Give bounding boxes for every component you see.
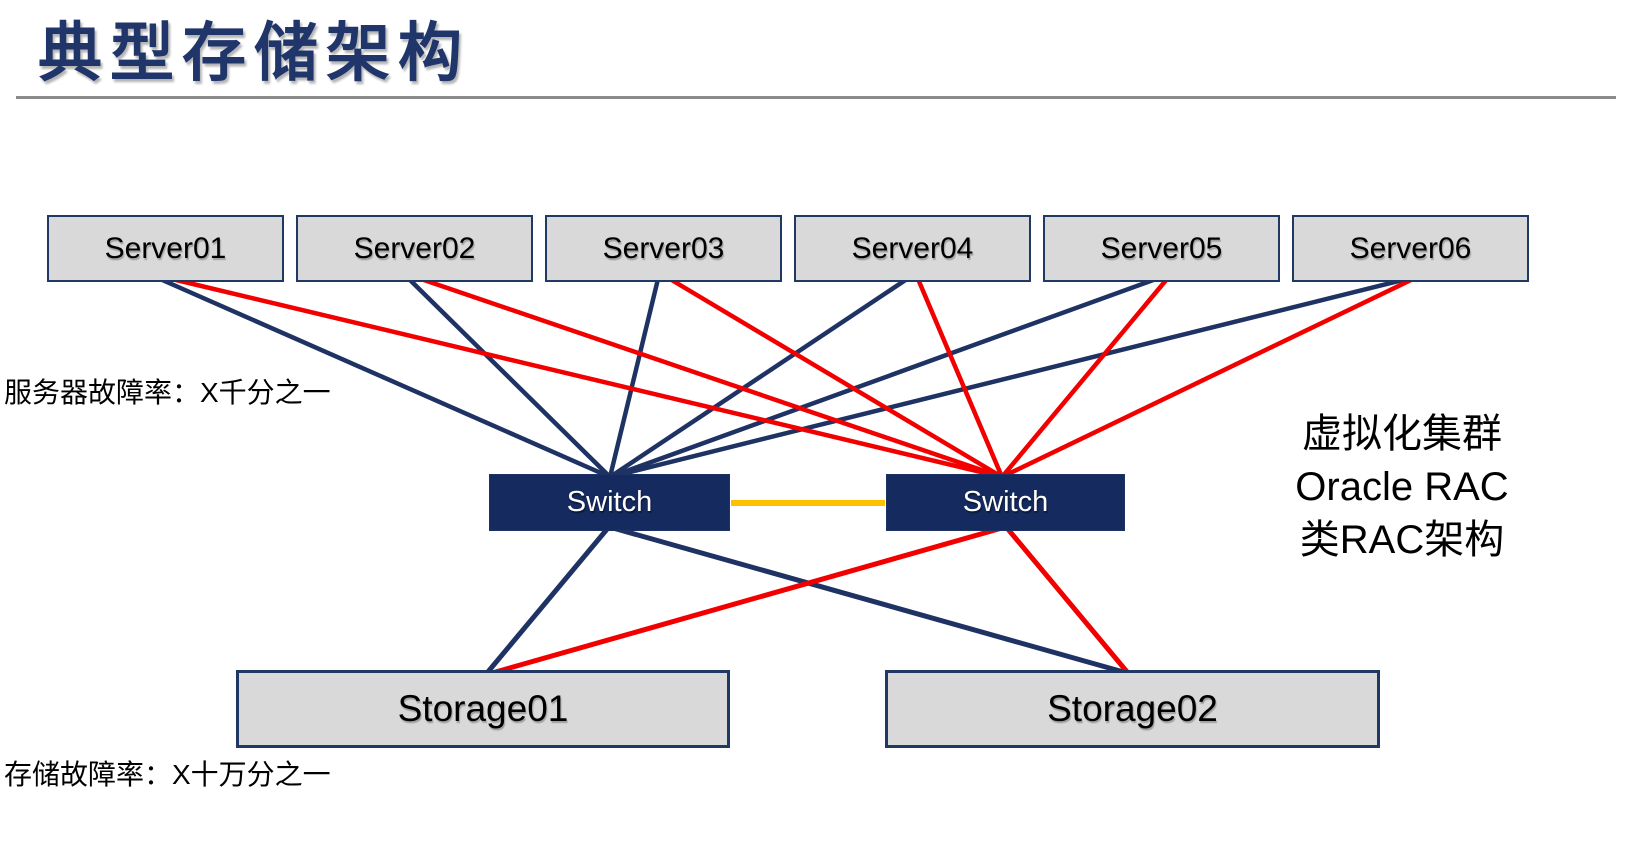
cluster-note-line-2: Oracle RAC bbox=[1295, 465, 1509, 509]
link-server5-switch-a bbox=[607, 276, 1159, 480]
link-server6-switch-a bbox=[607, 276, 1410, 480]
server-node-4: Server04 bbox=[794, 215, 1031, 282]
server-node-6: Server06 bbox=[1292, 215, 1529, 282]
server-node-5: Server05 bbox=[1043, 215, 1280, 282]
link-server4-switch-a bbox=[607, 276, 910, 480]
link-switch-a-storage-1 bbox=[484, 525, 611, 676]
link-switch-b-storage-2 bbox=[1004, 525, 1131, 676]
server-failure-rate-note: 服务器故障率：X千分之一 bbox=[4, 377, 331, 408]
storage-node-1: Storage01 bbox=[236, 670, 730, 748]
server-node-3: Server03 bbox=[545, 215, 782, 282]
storage-node-2: Storage02 bbox=[885, 670, 1380, 748]
cluster-note: 虚拟化集群 Oracle RAC 类RAC架构 bbox=[1278, 408, 1526, 567]
switch-node-a: Switch bbox=[489, 474, 730, 531]
link-switch-a-storage-2 bbox=[610, 525, 1130, 676]
link-server2-switch-a bbox=[406, 276, 613, 480]
storage-failure-rate-note: 存储故障率：X十万分之一 bbox=[4, 759, 331, 790]
link-server4-switch-b bbox=[915, 276, 1005, 480]
link-switch-b-storage-1 bbox=[489, 525, 1005, 676]
server-node-2: Server02 bbox=[296, 215, 533, 282]
server-node-1: Server01 bbox=[47, 215, 284, 282]
cluster-note-line-1: 虚拟化集群 bbox=[1302, 412, 1502, 456]
link-server3-switch-a bbox=[607, 276, 661, 480]
switch-node-b: Switch bbox=[886, 474, 1125, 531]
page-title: 典型存储架构 bbox=[38, 17, 470, 89]
link-server1-switch-a bbox=[157, 276, 613, 480]
link-server3-switch-b bbox=[667, 276, 1005, 480]
link-server1-switch-b bbox=[169, 276, 1005, 480]
title-divider bbox=[16, 96, 1616, 99]
link-server5-switch-b bbox=[999, 276, 1170, 480]
link-server2-switch-b bbox=[418, 276, 1005, 480]
cluster-note-line-3: 类RAC架构 bbox=[1299, 518, 1505, 562]
link-server6-switch-b bbox=[999, 276, 1416, 480]
